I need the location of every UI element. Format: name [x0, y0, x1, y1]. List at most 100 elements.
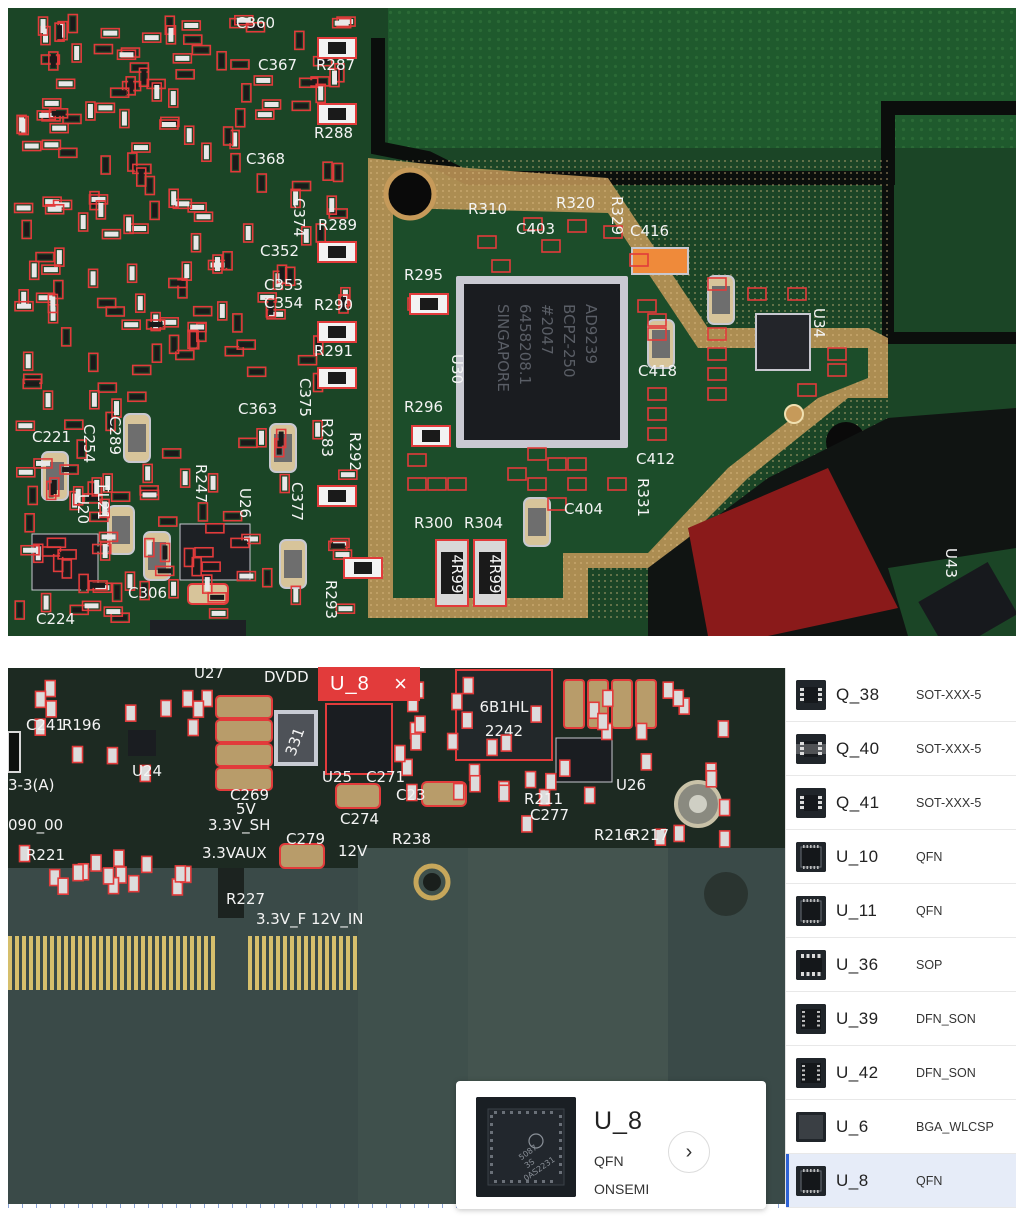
- capacitor: [611, 679, 633, 729]
- component-box: [637, 299, 657, 313]
- pad: [542, 1180, 545, 1183]
- component-body: [25, 354, 31, 369]
- component-box: [182, 34, 203, 45]
- component-box: [76, 439, 87, 459]
- component-name: U_36: [836, 954, 879, 974]
- silkscreen-label: C418: [638, 362, 677, 380]
- component-box: [168, 188, 179, 209]
- component-body: [47, 206, 62, 212]
- component-box: [261, 99, 282, 110]
- close-icon[interactable]: ×: [394, 671, 408, 696]
- component-box: [40, 592, 52, 613]
- resistor-body: [328, 108, 346, 120]
- pad: [534, 1180, 537, 1183]
- component-body: [40, 19, 46, 34]
- component-box: [183, 125, 195, 146]
- component-body: [43, 595, 49, 610]
- component-box: [106, 746, 119, 765]
- component-body: [105, 475, 111, 490]
- component-box: [547, 457, 567, 471]
- gold-finger: [304, 936, 308, 990]
- component-box: [640, 753, 653, 771]
- component-body: [330, 543, 345, 549]
- component-thumbnail: [796, 949, 826, 980]
- component-box: [192, 305, 213, 317]
- component-body: [225, 513, 240, 519]
- component-box: [48, 108, 69, 119]
- chip-marking: AD9239: [582, 304, 600, 364]
- silkscreen-label: R304: [464, 514, 503, 532]
- component-body: [96, 46, 111, 52]
- capacitor: [335, 783, 381, 809]
- gold-finger: [190, 936, 194, 990]
- component-body: [43, 267, 58, 273]
- component-thumbnail: [796, 1003, 826, 1034]
- component-body: [23, 547, 38, 553]
- component-box: [139, 580, 150, 601]
- component-body: [63, 329, 69, 344]
- component-box: [58, 147, 78, 159]
- component-body: [64, 116, 79, 122]
- component-box: [88, 352, 99, 373]
- component-box: [797, 383, 817, 397]
- gold-finger: [99, 936, 103, 990]
- next-arrow-button[interactable]: ›: [668, 1131, 710, 1173]
- component-box: [110, 491, 131, 503]
- component-body: [55, 555, 61, 570]
- gold-finger: [169, 936, 173, 990]
- gold-finger: [255, 936, 259, 990]
- component-box: [111, 398, 122, 418]
- component-thumbnail: [796, 733, 826, 764]
- component-body: [329, 198, 335, 213]
- component-body: [186, 550, 192, 565]
- component-box: [168, 334, 180, 355]
- component-body: [342, 289, 348, 304]
- component-box: [647, 313, 667, 327]
- component-body: [293, 588, 299, 603]
- component-box: [232, 313, 243, 333]
- component-box: [101, 228, 122, 240]
- gold-finger: [22, 936, 26, 990]
- component-box: [201, 574, 213, 594]
- component-package: QFN: [916, 849, 943, 864]
- silkscreen-label: R290: [314, 296, 353, 314]
- chip-marking: BCPZ-250: [560, 304, 578, 378]
- component-box: [168, 578, 179, 599]
- gold-finger: [106, 936, 110, 990]
- component-name: Q_41: [836, 792, 880, 812]
- component-body: [90, 355, 96, 370]
- component-box: [45, 700, 58, 718]
- component-body: [98, 105, 113, 111]
- component-body: [50, 53, 56, 68]
- component-box: [234, 107, 246, 128]
- component-box: [55, 78, 76, 90]
- component-box: [87, 268, 99, 289]
- component-body: [331, 210, 346, 216]
- component-body: [16, 205, 31, 211]
- gold-finger: [325, 936, 329, 990]
- gold-finger: [8, 936, 12, 990]
- silkscreen-label: R287: [316, 56, 355, 74]
- component-body: [171, 191, 177, 206]
- component-body: [39, 112, 54, 118]
- component-box: [160, 699, 172, 718]
- component-body: [282, 476, 288, 491]
- gold-finger: [290, 936, 294, 990]
- silkscreen-label: R211: [524, 790, 563, 808]
- capacitor: [279, 843, 325, 869]
- component-body: [177, 352, 192, 358]
- component-body: [137, 296, 143, 311]
- silkscreen-label: 3-3(A): [8, 776, 54, 794]
- component-box: [500, 734, 513, 752]
- component-body: [332, 70, 338, 85]
